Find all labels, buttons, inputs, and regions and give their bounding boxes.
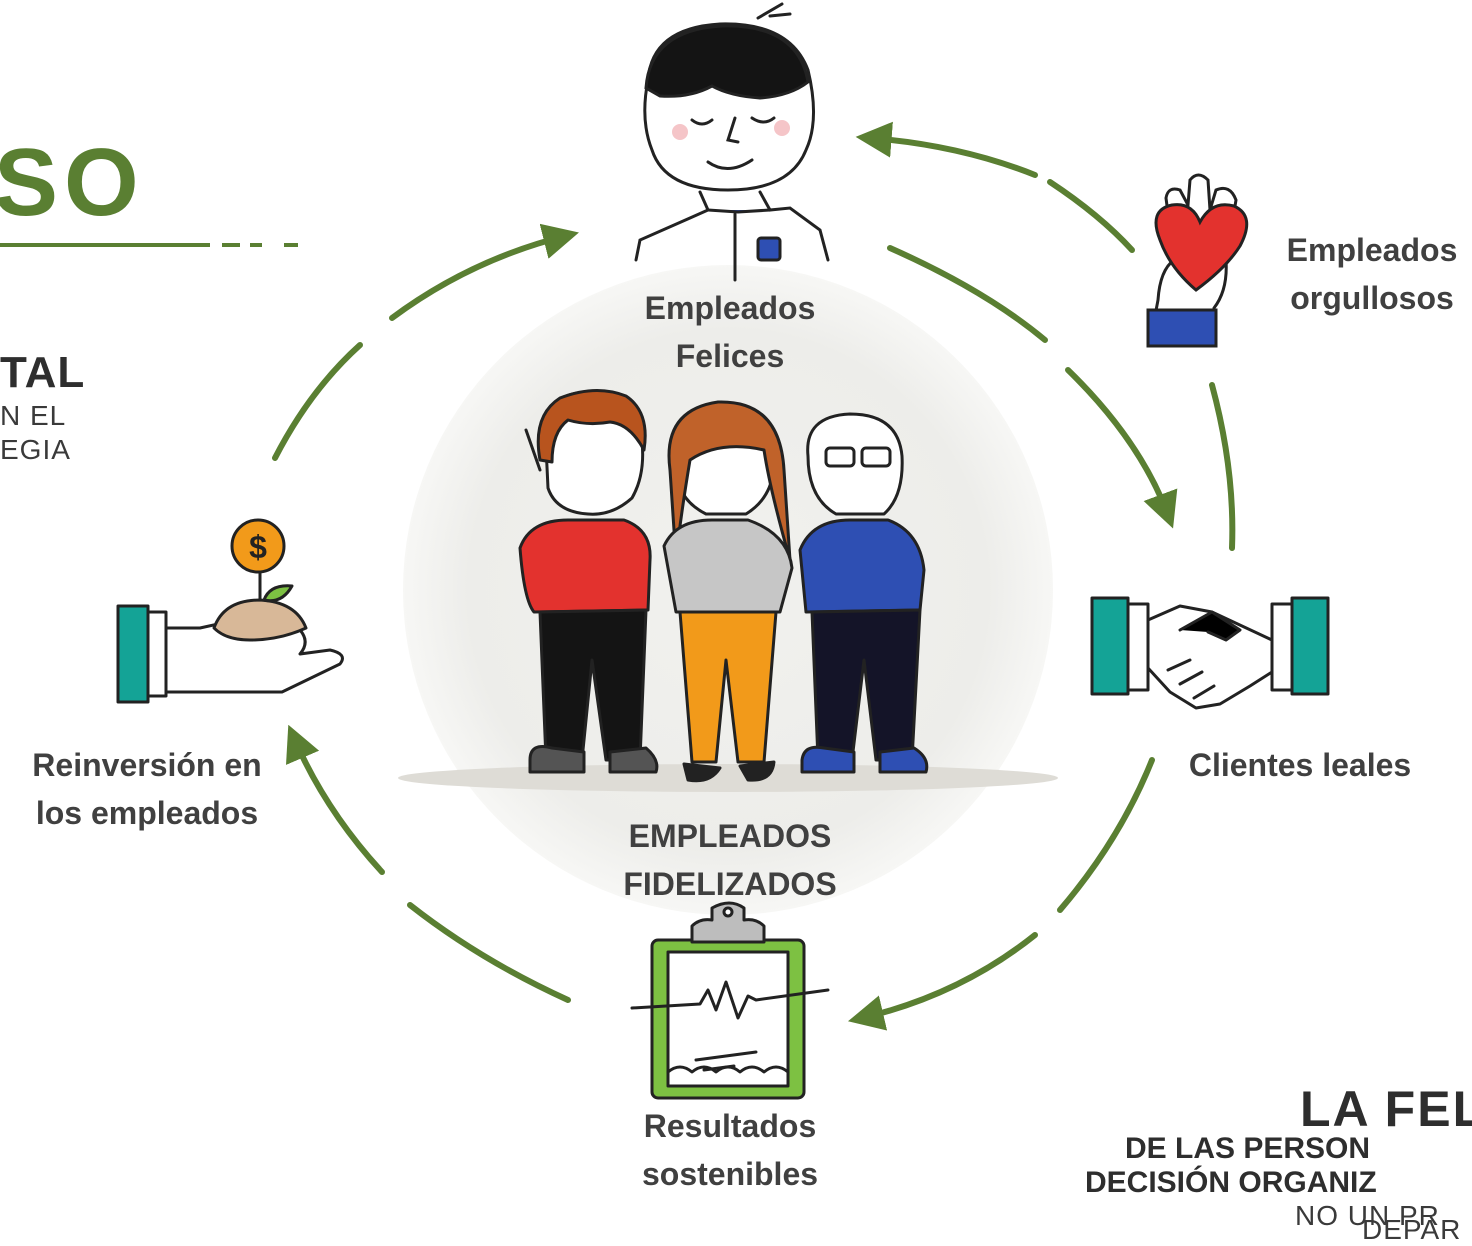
clipboard-chart-icon <box>630 901 830 1100</box>
money-plant-hand-icon <box>116 518 344 704</box>
label-outer-line2: orgullosos <box>1290 280 1454 316</box>
label-left-line1: Reinversión en <box>32 747 262 783</box>
heart-in-hand-icon <box>1146 173 1249 348</box>
label-resultados-sostenibles: Resultados sostenibles <box>600 1102 860 1198</box>
label-empleados-orgullosos: Empleados orgullosos <box>1262 226 1472 322</box>
happy-man-icon <box>634 2 830 282</box>
label-left-line2: los empleados <box>35 795 259 831</box>
arrow-segment <box>887 245 1048 343</box>
footer-line-3: DECISIÓN ORGANIZ <box>1085 1166 1377 1199</box>
footer-line-4: NO UN PR <box>1295 1200 1440 1231</box>
ground-shadow <box>398 764 1058 792</box>
arrow-segment <box>272 342 363 461</box>
team-group-illustration <box>518 388 929 783</box>
arrow-segment <box>1057 757 1155 913</box>
left-line-2: N EL <box>0 400 67 431</box>
arrow-top-right <box>1065 367 1178 529</box>
label-reinversion: Reinversión en los empleados <box>4 741 290 837</box>
label-top-line2: Felices <box>675 338 785 374</box>
center-line1: EMPLEADOS <box>628 818 832 854</box>
center-label: EMPLEADOS FIDELIZADOS <box>590 812 870 908</box>
arrow-top-left <box>389 223 579 321</box>
dollar-sign-icon: $ <box>249 529 267 565</box>
label-top-line1: Empleados <box>644 290 816 326</box>
arrow-outer-right <box>1209 382 1236 551</box>
label-empleados-felices: Empleados Felices <box>600 284 860 380</box>
cycle-arrows <box>272 121 1236 1031</box>
left-heading-fragment: TAL <box>0 348 86 397</box>
label-bottom-line1: Resultados <box>643 1108 817 1144</box>
center-line2: FIDELIZADOS <box>623 866 837 902</box>
footer-line-2: DE LAS PERSON <box>1125 1132 1371 1165</box>
footer-heading: LA FEL <box>1300 1081 1472 1137</box>
arrow-bottom-right <box>847 932 1038 1031</box>
handshake-icon <box>1090 596 1330 710</box>
label-bottom-line2: sostenibles <box>641 1156 819 1192</box>
label-outer-line1: Empleados <box>1286 232 1458 268</box>
title-fragment: SO <box>0 129 145 236</box>
left-line-3: EGIA <box>0 434 71 465</box>
arrow-segment <box>1047 179 1135 253</box>
arrow-bottom-left <box>286 724 385 875</box>
label-clientes-leales: Clientes leales <box>1188 747 1412 783</box>
title-underline <box>0 243 298 247</box>
arrow-segment <box>407 902 571 1003</box>
footer-line-5: DEPAR <box>1362 1214 1462 1245</box>
arrow-outer-top <box>855 121 1038 178</box>
